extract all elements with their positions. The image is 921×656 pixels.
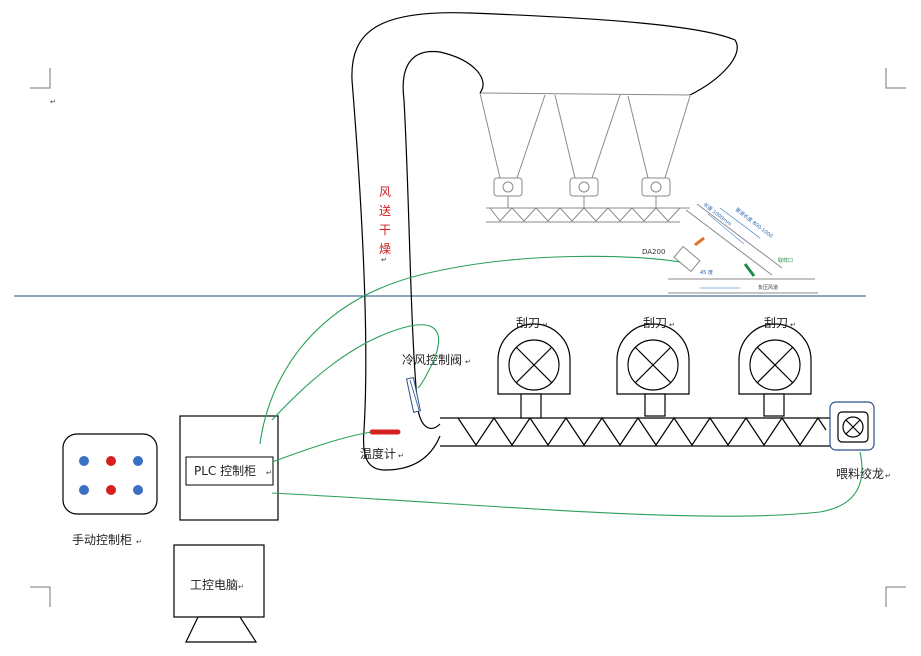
mini-markers: 长度 1000mm 管道长度 800-1000 取样口 45 度 负压风道 [694, 201, 793, 291]
industrial-pc-stand [185, 616, 258, 643]
cold-air-valve-stripe [409, 379, 420, 411]
mini-sample-port: 取样口 [778, 257, 793, 264]
mini-angle: 45 度 [700, 269, 713, 276]
manual-button-blue [133, 456, 143, 466]
return-mark-valve: ↵ [465, 358, 471, 366]
return-mark-ipc: ↵ [238, 583, 244, 591]
scraper-1-label: 刮刀 [516, 316, 540, 330]
page-corner-marks [30, 68, 906, 607]
industrial-pc-label: 工控电脑 [190, 578, 238, 592]
signal-wires [259, 255, 863, 517]
manual-button-red [106, 456, 116, 466]
manual-button-red [106, 485, 116, 495]
air-dry-label: 风 送 干 燥 ↵ [379, 185, 391, 264]
manual-control-cabinet [62, 433, 158, 515]
hopper-assembly [479, 92, 818, 294]
screw-conveyor [440, 416, 832, 447]
return-mark-plc: ↵ [266, 469, 272, 477]
manual-button-blue [79, 485, 89, 495]
wire-plc-to-valve [271, 324, 440, 421]
return-mark-manual: ↵ [136, 538, 142, 546]
scraper-1 [497, 323, 571, 419]
wire-plc-to-feed-screw [271, 451, 863, 517]
scraper-2 [616, 323, 690, 417]
return-mark-s1: ↵ [542, 321, 548, 329]
return-mark-duct: ↵ [381, 256, 387, 264]
feed-screw-label: 喂料绞龙 [836, 466, 884, 481]
plc-cabinet-panel [185, 456, 274, 486]
air-dry-char-1: 风 [379, 185, 391, 199]
return-mark-s3: ↵ [790, 321, 796, 329]
scraper-3-label: 刮刀 [764, 316, 788, 330]
return-mark-feed: ↵ [885, 472, 891, 480]
manual-control-buttons [79, 456, 143, 495]
industrial-pc-monitor [173, 544, 265, 618]
return-mark-temp: ↵ [398, 452, 404, 460]
scraper-3 [738, 323, 812, 417]
manual-button-blue [133, 485, 143, 495]
return-mark-s2: ↵ [669, 321, 675, 329]
air-dry-char-3: 干 [379, 223, 391, 237]
feed-screw-motor [829, 401, 875, 451]
return-mark-top: ↵ [50, 98, 56, 106]
wire-plc-to-thermometer [271, 431, 373, 463]
plc-cabinet-label: PLC 控制柜 [194, 464, 256, 478]
wire-plc-to-da200 [259, 255, 681, 445]
manual-cabinet-label: 手动控制柜 [72, 533, 132, 547]
air-dry-char-2: 送 [379, 203, 391, 218]
scraper-2-label: 刮刀 [643, 316, 667, 330]
da200-label: DA200 [642, 248, 665, 256]
mini-pressure-duct: 负压风道 [758, 284, 778, 291]
air-dry-duct [351, 12, 738, 471]
manual-button-blue [79, 456, 89, 466]
air-dry-char-4: 燥 [379, 242, 391, 256]
thermometer-label: 温度计 [360, 446, 396, 461]
cold-air-valve-label: 冷风控制阀 [402, 353, 462, 367]
